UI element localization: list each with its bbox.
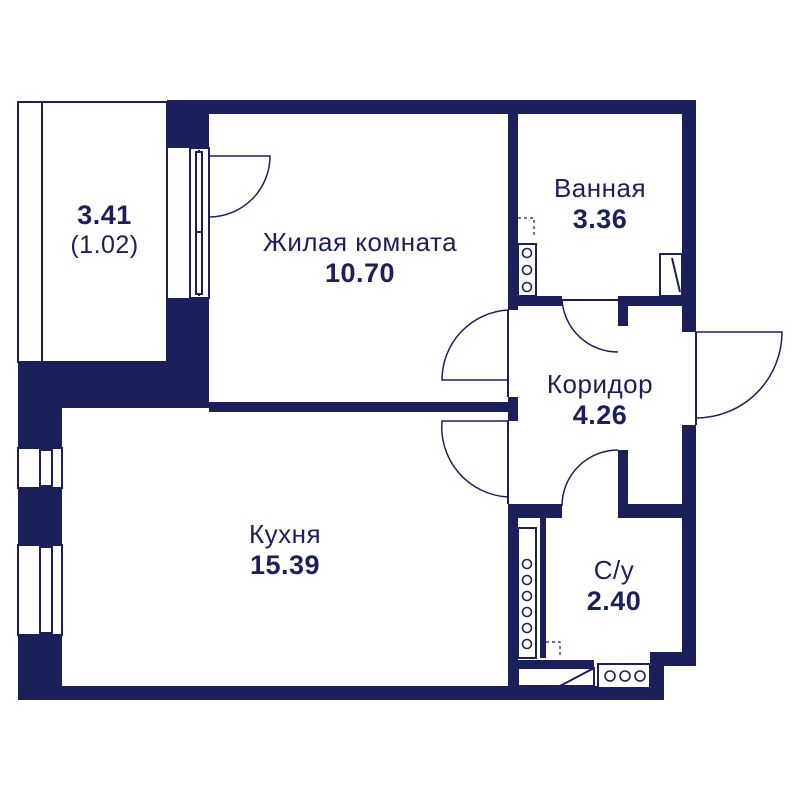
bathroom-fixtures (517, 217, 683, 297)
corridor-label: Коридор 4.26 (518, 369, 682, 431)
living-room-name: Жилая комната (262, 227, 458, 257)
balcony-door (189, 147, 271, 299)
bathroom-name: Ванная (553, 173, 647, 203)
kitchen-label: Кухня 15.39 (62, 519, 508, 581)
balcony-area: 3.41 (77, 200, 132, 230)
kitchen-windows (17, 447, 63, 636)
balcony-sub-area: (1.02) (70, 231, 139, 260)
kitchen-area: 15.39 (249, 549, 321, 580)
wc-area: 2.40 (586, 585, 642, 616)
bathroom-label: Ванная 3.36 (518, 173, 682, 235)
wc-label: С/у 2.40 (546, 555, 682, 617)
exterior-walls (18, 100, 696, 700)
wc-fixtures (517, 527, 651, 689)
balcony-label: 3.41 (1.02) (42, 200, 167, 260)
bathroom-area: 3.36 (572, 203, 628, 234)
corridor-name: Коридор (546, 369, 654, 399)
wc-name: С/у (593, 555, 635, 585)
corridor-area: 4.26 (572, 399, 628, 430)
living-room-label: Жилая комната 10.70 (212, 227, 508, 289)
kitchen-name: Кухня (248, 519, 322, 549)
interior-walls (209, 114, 696, 686)
corridor-doors (440, 299, 783, 507)
living-room-area: 10.70 (324, 257, 396, 288)
